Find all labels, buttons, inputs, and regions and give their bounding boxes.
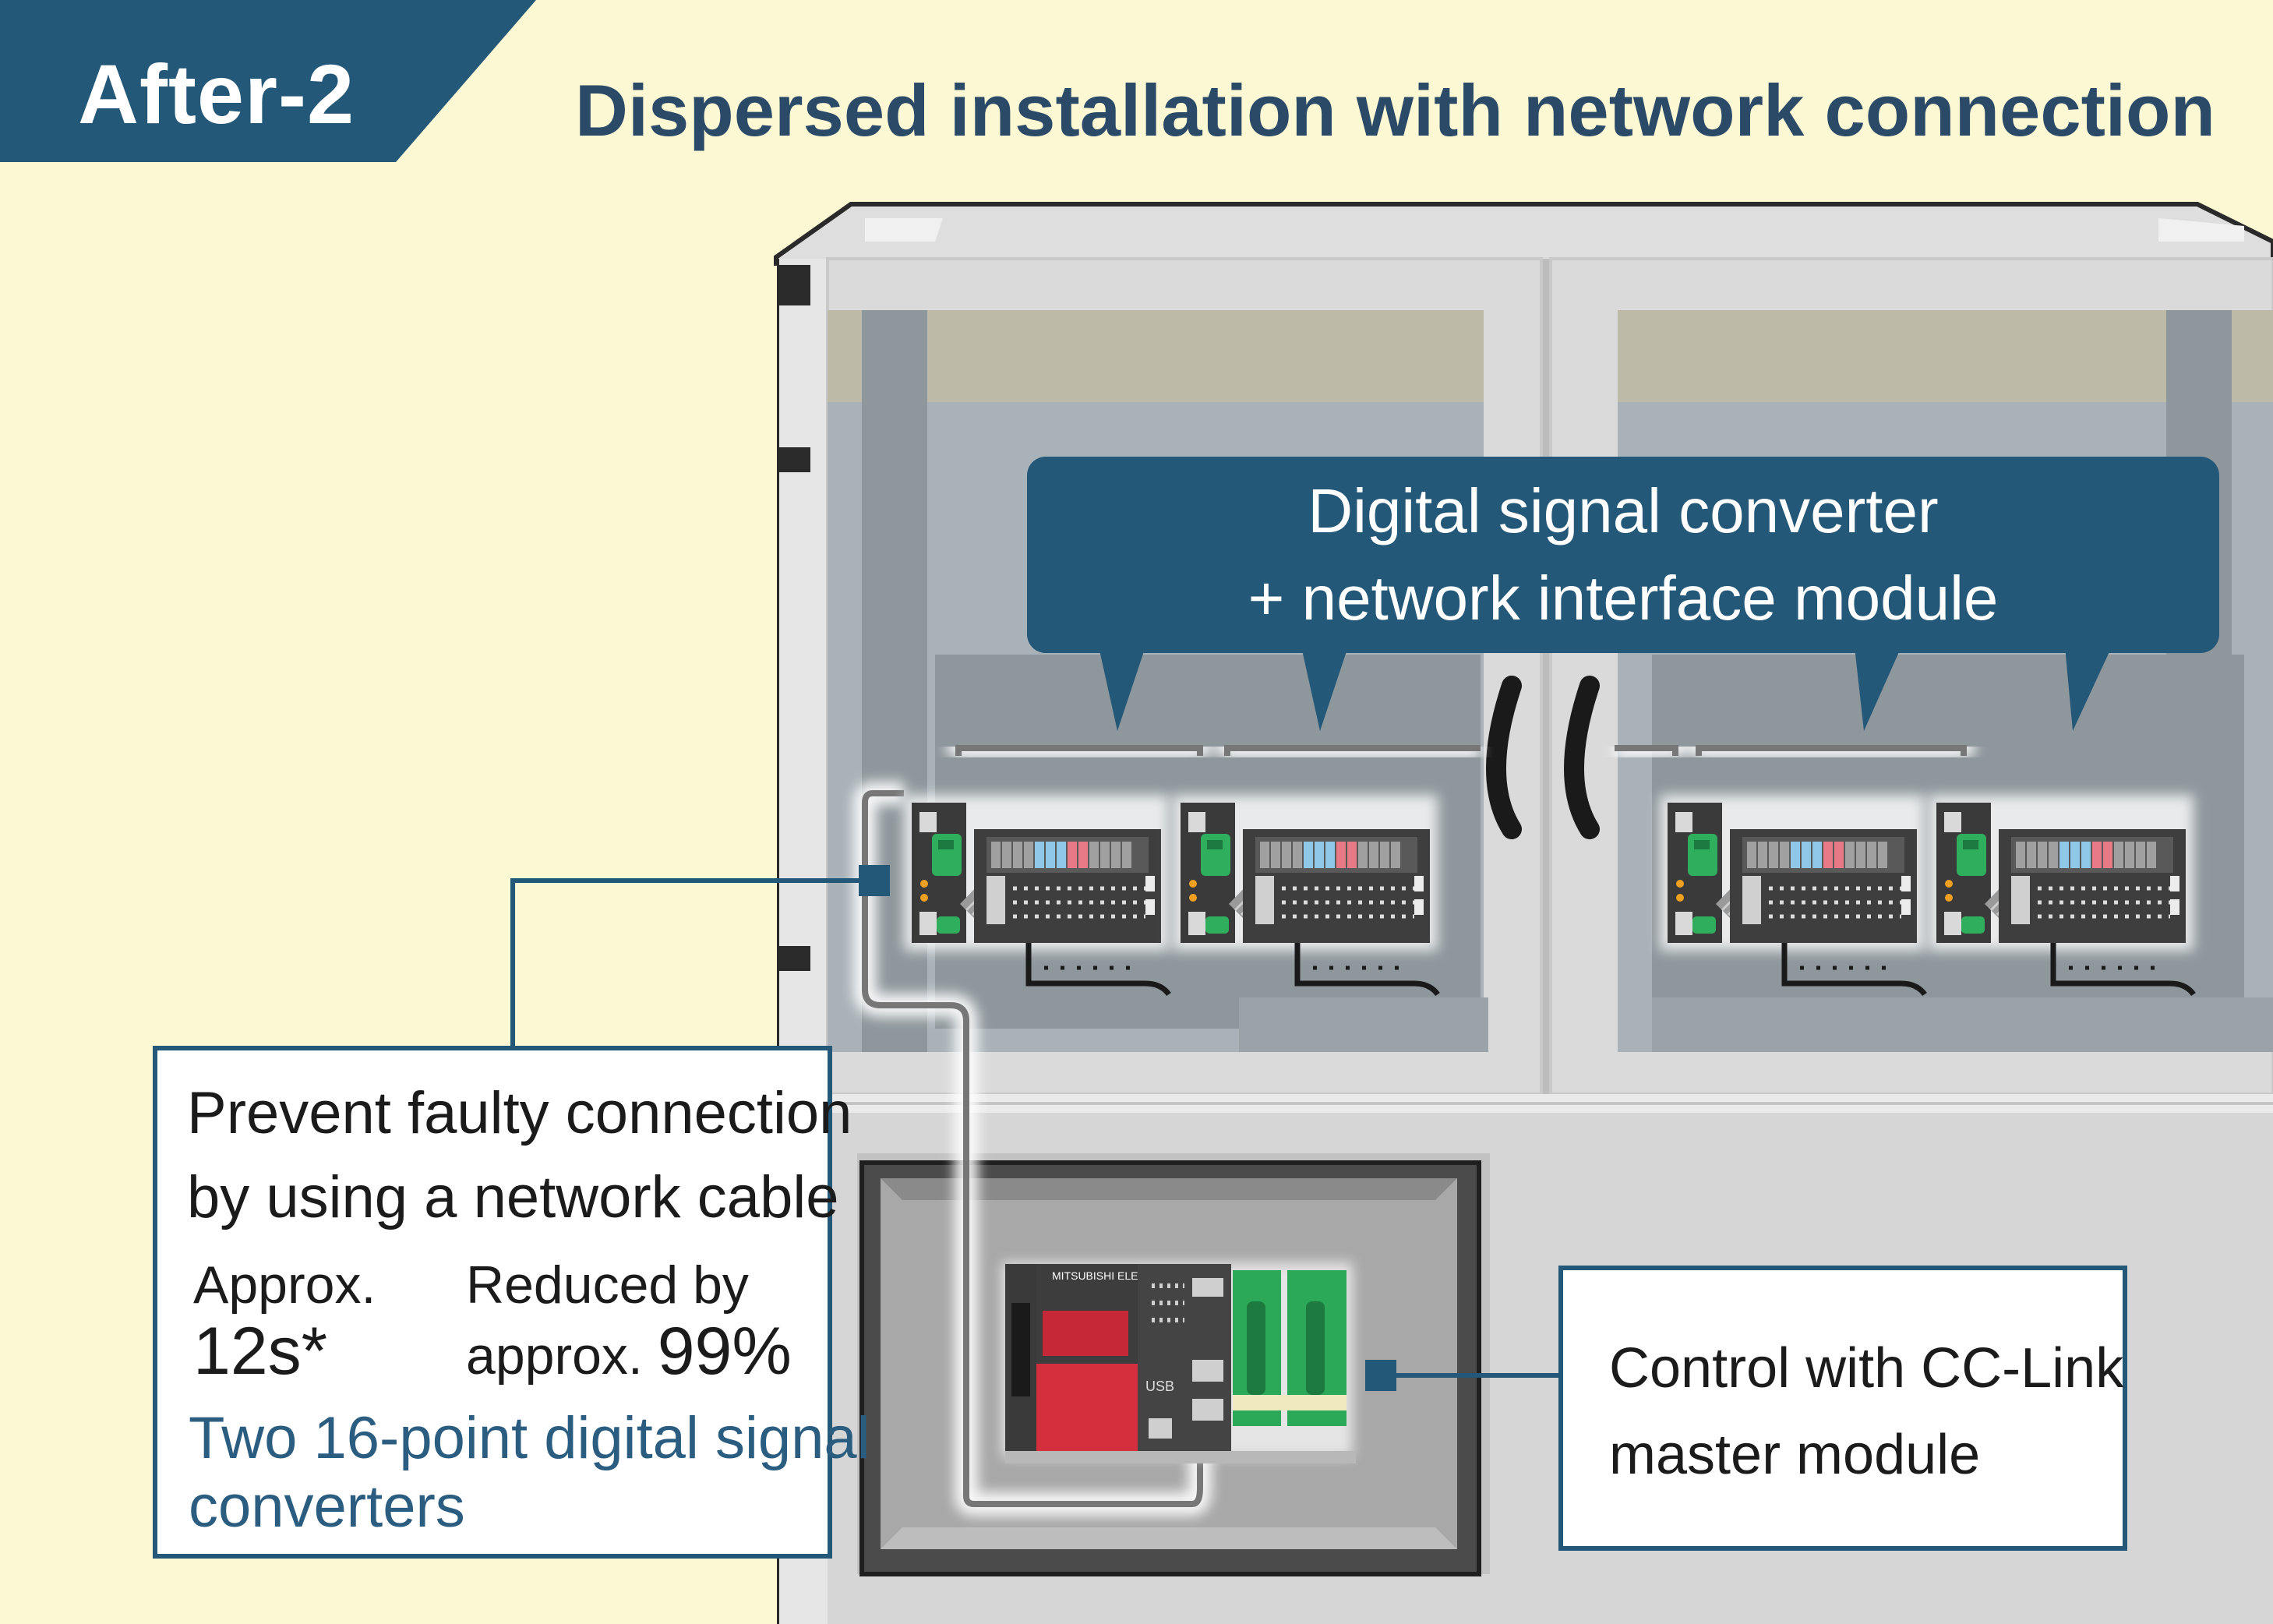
callout-bubble: [1027, 457, 2219, 731]
module-unit-1: [904, 795, 1169, 994]
cc-link-box: [1558, 1266, 2127, 1551]
faulty-connection-line-2: by using a network cable: [187, 1164, 839, 1230]
callout-line-2: + network interface module: [1248, 563, 1999, 633]
page-title: Dispersed installation with network conn…: [575, 69, 2215, 151]
faulty-connection-line-1: Prevent faulty connection: [187, 1080, 852, 1146]
left-connector-line: [510, 878, 873, 1048]
after-tag-banner: [0, 0, 536, 162]
metric-before-label: Approx.: [193, 1255, 376, 1315]
plc-usb-label: USB: [1145, 1379, 1174, 1394]
converter-count-line-1: Two 16-point digital signal: [189, 1405, 870, 1471]
module-unit-2: [1173, 795, 1438, 994]
metric-after-prefix: approx.: [466, 1326, 643, 1386]
right-connector-marker: [1365, 1360, 1396, 1391]
module-unit-4: [1929, 795, 2194, 994]
cc-link-line-1: Control with CC-Link: [1609, 1337, 2124, 1400]
faulty-connection-box: [153, 1046, 832, 1559]
callout-text: Digital signal converter + network inter…: [1027, 468, 2219, 642]
metric-after-label: Reduced by: [466, 1255, 749, 1315]
callout-line-1: Digital signal converter: [1308, 476, 1939, 545]
network-cable: [853, 737, 1975, 1516]
plc-controller: MITSUBISHI ELECTRIC USB: [1002, 1262, 1356, 1463]
metric-after-percent: 99%: [657, 1314, 792, 1389]
left-connector-marker: [859, 865, 890, 896]
metric-after-value: approx. 99%: [466, 1313, 792, 1390]
metric-before-value: 12s*: [193, 1314, 328, 1389]
module-unit-3: [1660, 795, 1925, 994]
converter-count-line-2: converters: [189, 1474, 465, 1540]
cc-link-line-2: master module: [1609, 1424, 1981, 1486]
after-tag-label: After-2: [78, 47, 355, 141]
